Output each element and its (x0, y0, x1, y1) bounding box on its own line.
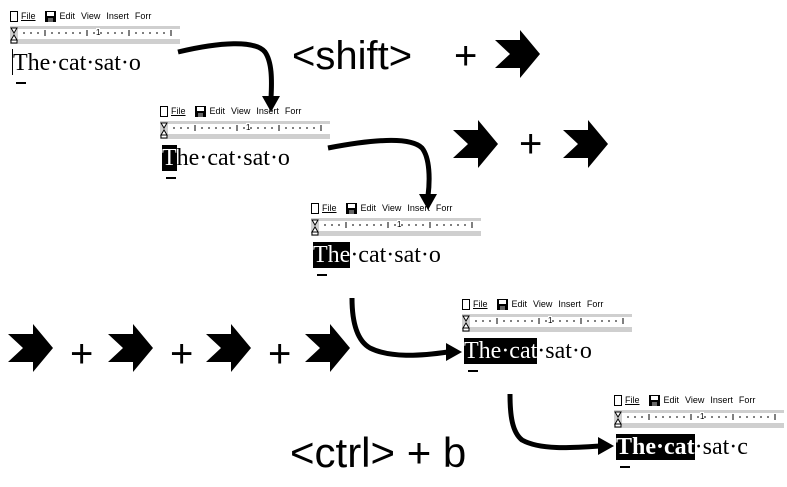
save-icon[interactable] (648, 394, 660, 406)
arrow-right-icon (563, 120, 608, 168)
menu-format[interactable]: Forr (134, 11, 152, 21)
word-window-step-4: File Edit View Insert Forr 1 The·cat·sat… (462, 296, 632, 376)
ruler-ticks (160, 122, 322, 139)
selected-text: T (162, 145, 177, 171)
ruler-ticks (462, 315, 624, 332)
cursor-marker (317, 274, 327, 276)
menu-insert[interactable]: Insert (710, 395, 733, 405)
ruler-ticks (614, 411, 776, 428)
unselected-text: ·sat·o (537, 338, 592, 364)
save-icon[interactable] (194, 105, 206, 117)
menu-bar: File Edit View Insert Forr (614, 392, 784, 408)
selected-text: The (313, 242, 351, 268)
save-icon[interactable] (44, 10, 56, 22)
menu-view[interactable]: View (382, 203, 402, 213)
document-text[interactable]: The·cat·sat·o (464, 334, 632, 368)
plus-sign-5: + (268, 332, 292, 376)
curved-arrow-icon (349, 297, 449, 358)
menu-edit[interactable]: Edit (511, 299, 528, 309)
menu-insert[interactable]: Insert (407, 203, 430, 213)
ruler-mark: 1 (397, 220, 402, 229)
menu-view[interactable]: View (81, 11, 101, 21)
arrow-right-icon (8, 324, 53, 372)
menu-insert[interactable]: Insert (558, 299, 581, 309)
doc-icon[interactable] (311, 202, 319, 214)
ruler-mark: 1 (548, 316, 553, 325)
cursor-marker (468, 370, 478, 372)
doc-icon[interactable] (614, 394, 622, 406)
curved-arrow-icon (177, 41, 274, 99)
menu-file[interactable]: File (21, 11, 36, 21)
cursor-marker (620, 466, 630, 468)
unselected-text: he·cat·sat·o (176, 145, 290, 171)
menu-file[interactable]: File (171, 106, 186, 116)
ruler-mark: 1 (96, 28, 101, 37)
unselected-text: ·sat·c (694, 434, 748, 460)
menu-view[interactable]: View (231, 106, 251, 116)
unselected-text: The·cat·sat·o (13, 50, 141, 76)
word-window-step-2: File Edit View Insert Forr 1 The·cat·sat… (160, 103, 330, 183)
arrow-right-icon (206, 324, 251, 372)
document-text[interactable]: The·cat·sat·c (616, 430, 784, 464)
word-window-step-3: File Edit View Insert Forr 1 The·cat·sat… (311, 200, 481, 280)
curved-arrow-icon (507, 393, 601, 451)
ruler[interactable]: 1 (10, 26, 180, 44)
selected-text: The·cat (616, 434, 695, 460)
menu-edit[interactable]: Edit (59, 11, 76, 21)
menu-file[interactable]: File (625, 395, 640, 405)
arrow-right-icon (108, 324, 153, 372)
menu-format[interactable]: Forr (284, 106, 302, 116)
ruler[interactable]: 1 (311, 218, 481, 236)
shift-key-caption: <shift> (292, 34, 413, 78)
menu-file[interactable]: File (473, 299, 488, 309)
menu-format[interactable]: Forr (586, 299, 604, 309)
menu-view[interactable]: View (685, 395, 705, 405)
menu-edit[interactable]: Edit (209, 106, 226, 116)
document-text[interactable]: The·cat·sat·o (162, 141, 330, 175)
menu-format[interactable]: Forr (738, 395, 756, 405)
unselected-text: ·cat·sat·o (350, 242, 441, 268)
menu-view[interactable]: View (533, 299, 553, 309)
selected-text: The·cat (464, 338, 538, 364)
menu-bar: File Edit View Insert Forr (311, 200, 481, 216)
menu-bar: File Edit View Insert Forr (160, 103, 330, 119)
plus-sign-1: + (454, 34, 478, 78)
menu-bar: File Edit View Insert Forr (462, 296, 632, 312)
cursor-marker (166, 177, 176, 179)
plus-sign-2: + (519, 122, 543, 166)
ruler-ticks (311, 219, 473, 236)
doc-icon[interactable] (10, 10, 18, 22)
menu-format[interactable]: Forr (435, 203, 453, 213)
ruler[interactable]: 1 (462, 314, 632, 332)
arrow-right-icon (453, 120, 498, 168)
text-cursor (12, 49, 13, 75)
ruler-mark: 1 (246, 123, 251, 132)
save-icon[interactable] (345, 202, 357, 214)
arrow-right-icon (305, 324, 350, 372)
cursor-marker (16, 82, 26, 84)
ruler[interactable]: 1 (160, 121, 330, 139)
doc-icon[interactable] (462, 298, 470, 310)
menu-edit[interactable]: Edit (360, 203, 377, 213)
word-window-step-1: File Edit View Insert Forr 1 The·cat·sat… (10, 8, 180, 88)
menu-insert[interactable]: Insert (106, 11, 129, 21)
curved-arrow-icon (327, 138, 432, 197)
ctrl-b-caption: <ctrl> + b (290, 429, 467, 476)
ruler-ticks (10, 27, 172, 44)
menu-file[interactable]: File (322, 203, 337, 213)
plus-sign-4: + (170, 332, 194, 376)
ruler-mark: 1 (700, 412, 705, 421)
document-text[interactable]: The·cat·sat·o (12, 46, 180, 80)
menu-insert[interactable]: Insert (256, 106, 279, 116)
save-icon[interactable] (496, 298, 508, 310)
menu-edit[interactable]: Edit (663, 395, 680, 405)
word-window-step-5: File Edit View Insert Forr 1 The·cat·sat… (614, 392, 784, 472)
menu-bar: File Edit View Insert Forr (10, 8, 180, 24)
plus-sign-3: + (70, 332, 94, 376)
document-text[interactable]: The·cat·sat·o (313, 238, 481, 272)
doc-icon[interactable] (160, 105, 168, 117)
arrow-right-icon (495, 30, 540, 78)
ruler[interactable]: 1 (614, 410, 784, 428)
